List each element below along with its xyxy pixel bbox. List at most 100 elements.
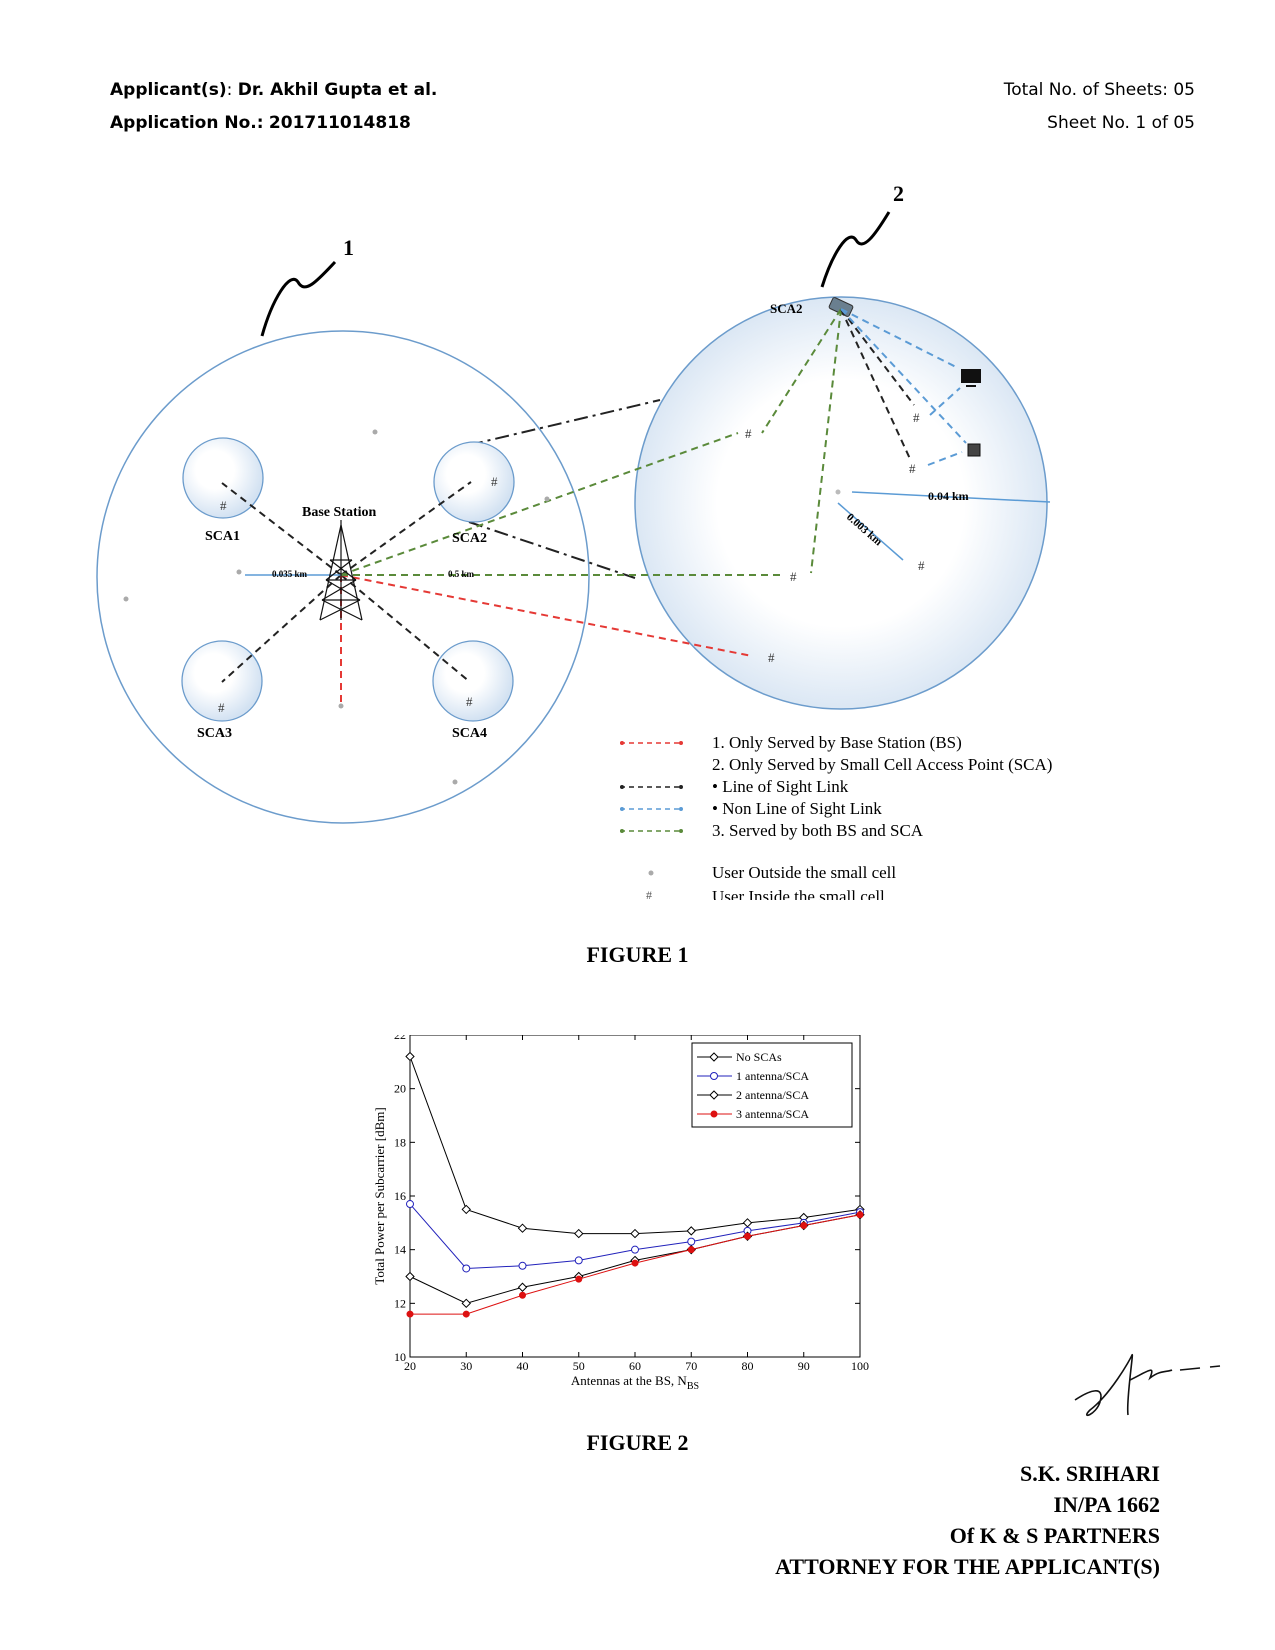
sca3-label: SCA3 bbox=[197, 726, 232, 741]
data-point bbox=[406, 1310, 414, 1318]
user-inside-marker: # bbox=[790, 569, 797, 584]
data-point bbox=[575, 1275, 583, 1283]
y-tick-label: 18 bbox=[394, 1135, 406, 1149]
data-point bbox=[574, 1256, 583, 1265]
y-tick-label: 14 bbox=[394, 1243, 406, 1257]
legend-label: 3 antenna/SCA bbox=[736, 1107, 809, 1121]
distance-zoom-1-label: 0.04 km bbox=[928, 489, 969, 503]
data-point bbox=[630, 1228, 640, 1239]
data-point bbox=[519, 1291, 526, 1299]
data-point bbox=[742, 1218, 753, 1228]
data-point bbox=[462, 1310, 470, 1318]
data-point bbox=[462, 1264, 471, 1273]
user-inside-marker: # bbox=[466, 694, 473, 709]
monitor-icon bbox=[961, 369, 981, 383]
data-point bbox=[631, 1245, 639, 1254]
application-label: Application No.: bbox=[110, 113, 264, 133]
x-tick-label: 20 bbox=[404, 1359, 416, 1373]
y-axis-label: Total Power per Subcarrier [dBm] bbox=[372, 1107, 387, 1284]
attorney-registration: IN/PA 1662 bbox=[1053, 1492, 1160, 1517]
user-inside-marker: # bbox=[913, 410, 920, 425]
x-tick-label: 40 bbox=[517, 1359, 529, 1373]
total-sheets: Total No. of Sheets: 05 bbox=[1003, 80, 1195, 100]
x-tick-label: 30 bbox=[460, 1359, 472, 1373]
legend-marker bbox=[710, 1072, 718, 1080]
legend-item: 1. Only Served by Base Station (BS) bbox=[712, 733, 962, 752]
data-point bbox=[687, 1237, 696, 1246]
figure-1-legend: # 1. Only Served by Base Station (BS) 2.… bbox=[620, 733, 1052, 900]
legend-marker bbox=[709, 1052, 719, 1062]
legend-item: User Inside the small cell bbox=[712, 887, 885, 900]
legend-marker bbox=[710, 1110, 718, 1118]
data-point bbox=[406, 1200, 414, 1209]
attorney-name: S.K. SRIHARI bbox=[1020, 1461, 1160, 1486]
ref-label-1: 1 bbox=[343, 235, 354, 260]
legend-label: 2 antenna/SCA bbox=[736, 1088, 809, 1102]
user-inside-marker: # bbox=[918, 558, 925, 573]
attorney-block: S.K. SRIHARI IN/PA 1662 Of K & S PARTNER… bbox=[775, 1458, 1160, 1582]
data-point bbox=[686, 1226, 696, 1236]
x-tick-label: 100 bbox=[851, 1359, 869, 1373]
data-point bbox=[574, 1228, 584, 1239]
x-axis-label: Antennas at the BS, NBS bbox=[571, 1373, 699, 1392]
data-point bbox=[856, 1211, 864, 1219]
base-station-label: Base Station bbox=[302, 505, 377, 520]
sca4-cell bbox=[432, 640, 514, 722]
user-inside-marker: # bbox=[909, 461, 916, 476]
y-tick-label: 10 bbox=[394, 1350, 406, 1364]
legend-label: No SCAs bbox=[736, 1050, 782, 1064]
y-tick-label: 12 bbox=[394, 1296, 406, 1310]
x-tick-label: 80 bbox=[742, 1359, 754, 1373]
y-tick-label: 22 bbox=[394, 1035, 406, 1042]
legend-item: 3. Served by both BS and SCA bbox=[712, 821, 924, 840]
device-icon bbox=[967, 443, 981, 457]
applicant-line: Applicant(s): Dr. Akhil Gupta et al. bbox=[110, 80, 438, 100]
base-station-tower-icon bbox=[319, 520, 363, 621]
user-inside-marker: # bbox=[491, 474, 498, 489]
user-inside-marker: # bbox=[768, 650, 775, 665]
attorney-firm: Of K & S PARTNERS bbox=[949, 1523, 1160, 1548]
distance-large-label: 0.5 km bbox=[448, 569, 475, 579]
x-tick-label: 50 bbox=[573, 1359, 585, 1373]
legend-item: 2. Only Served by Small Cell Access Poin… bbox=[712, 755, 1052, 774]
sca4-label: SCA4 bbox=[452, 726, 487, 741]
attorney-signature bbox=[1074, 1354, 1221, 1417]
x-tick-label: 60 bbox=[629, 1359, 641, 1373]
sca2-label: SCA2 bbox=[452, 531, 487, 546]
sheet-number: Sheet No. 1 of 05 bbox=[1047, 113, 1195, 133]
sca1-label: SCA1 bbox=[205, 529, 240, 544]
data-point bbox=[405, 1051, 415, 1062]
zoom-sca2-label: SCA2 bbox=[770, 301, 803, 316]
legend-item: • Non Line of Sight Link bbox=[712, 799, 882, 818]
attorney-role: ATTORNEY FOR THE APPLICANT(S) bbox=[775, 1554, 1160, 1579]
figure-1-diagram: 1 2 0.035 km 0.5 km Base S bbox=[96, 181, 1052, 900]
application-value: 201711014818 bbox=[268, 113, 411, 133]
data-point bbox=[517, 1223, 528, 1233]
data-point bbox=[405, 1271, 415, 1282]
sca2-cell bbox=[433, 441, 515, 523]
ref-leader-1 bbox=[260, 260, 337, 337]
applicant-label: Applicant(s) bbox=[110, 80, 227, 100]
ref-label-2: 2 bbox=[893, 181, 904, 206]
applicant-value: Dr. Akhil Gupta et al. bbox=[237, 80, 438, 100]
figure-2-caption: FIGURE 2 bbox=[586, 1430, 689, 1455]
user-inside-marker: # bbox=[220, 498, 227, 513]
x-tick-label: 90 bbox=[798, 1359, 810, 1373]
data-point bbox=[631, 1259, 639, 1267]
legend-marker bbox=[709, 1090, 719, 1100]
user-inside-marker: # bbox=[745, 426, 752, 441]
ref-leader-2 bbox=[820, 211, 891, 288]
data-point bbox=[687, 1246, 695, 1254]
data-point bbox=[461, 1204, 471, 1215]
legend-item: User Outside the small cell bbox=[712, 863, 896, 882]
zoom-cell-circle bbox=[634, 296, 1048, 710]
data-point bbox=[518, 1261, 527, 1270]
data-point bbox=[517, 1282, 528, 1292]
y-tick-label: 20 bbox=[394, 1082, 406, 1096]
legend-item: • Line of Sight Link bbox=[712, 777, 849, 796]
data-point bbox=[744, 1232, 751, 1240]
y-tick-label: 16 bbox=[394, 1189, 406, 1203]
legend-label: 1 antenna/SCA bbox=[736, 1069, 809, 1083]
distance-small-label: 0.035 km bbox=[272, 569, 308, 579]
